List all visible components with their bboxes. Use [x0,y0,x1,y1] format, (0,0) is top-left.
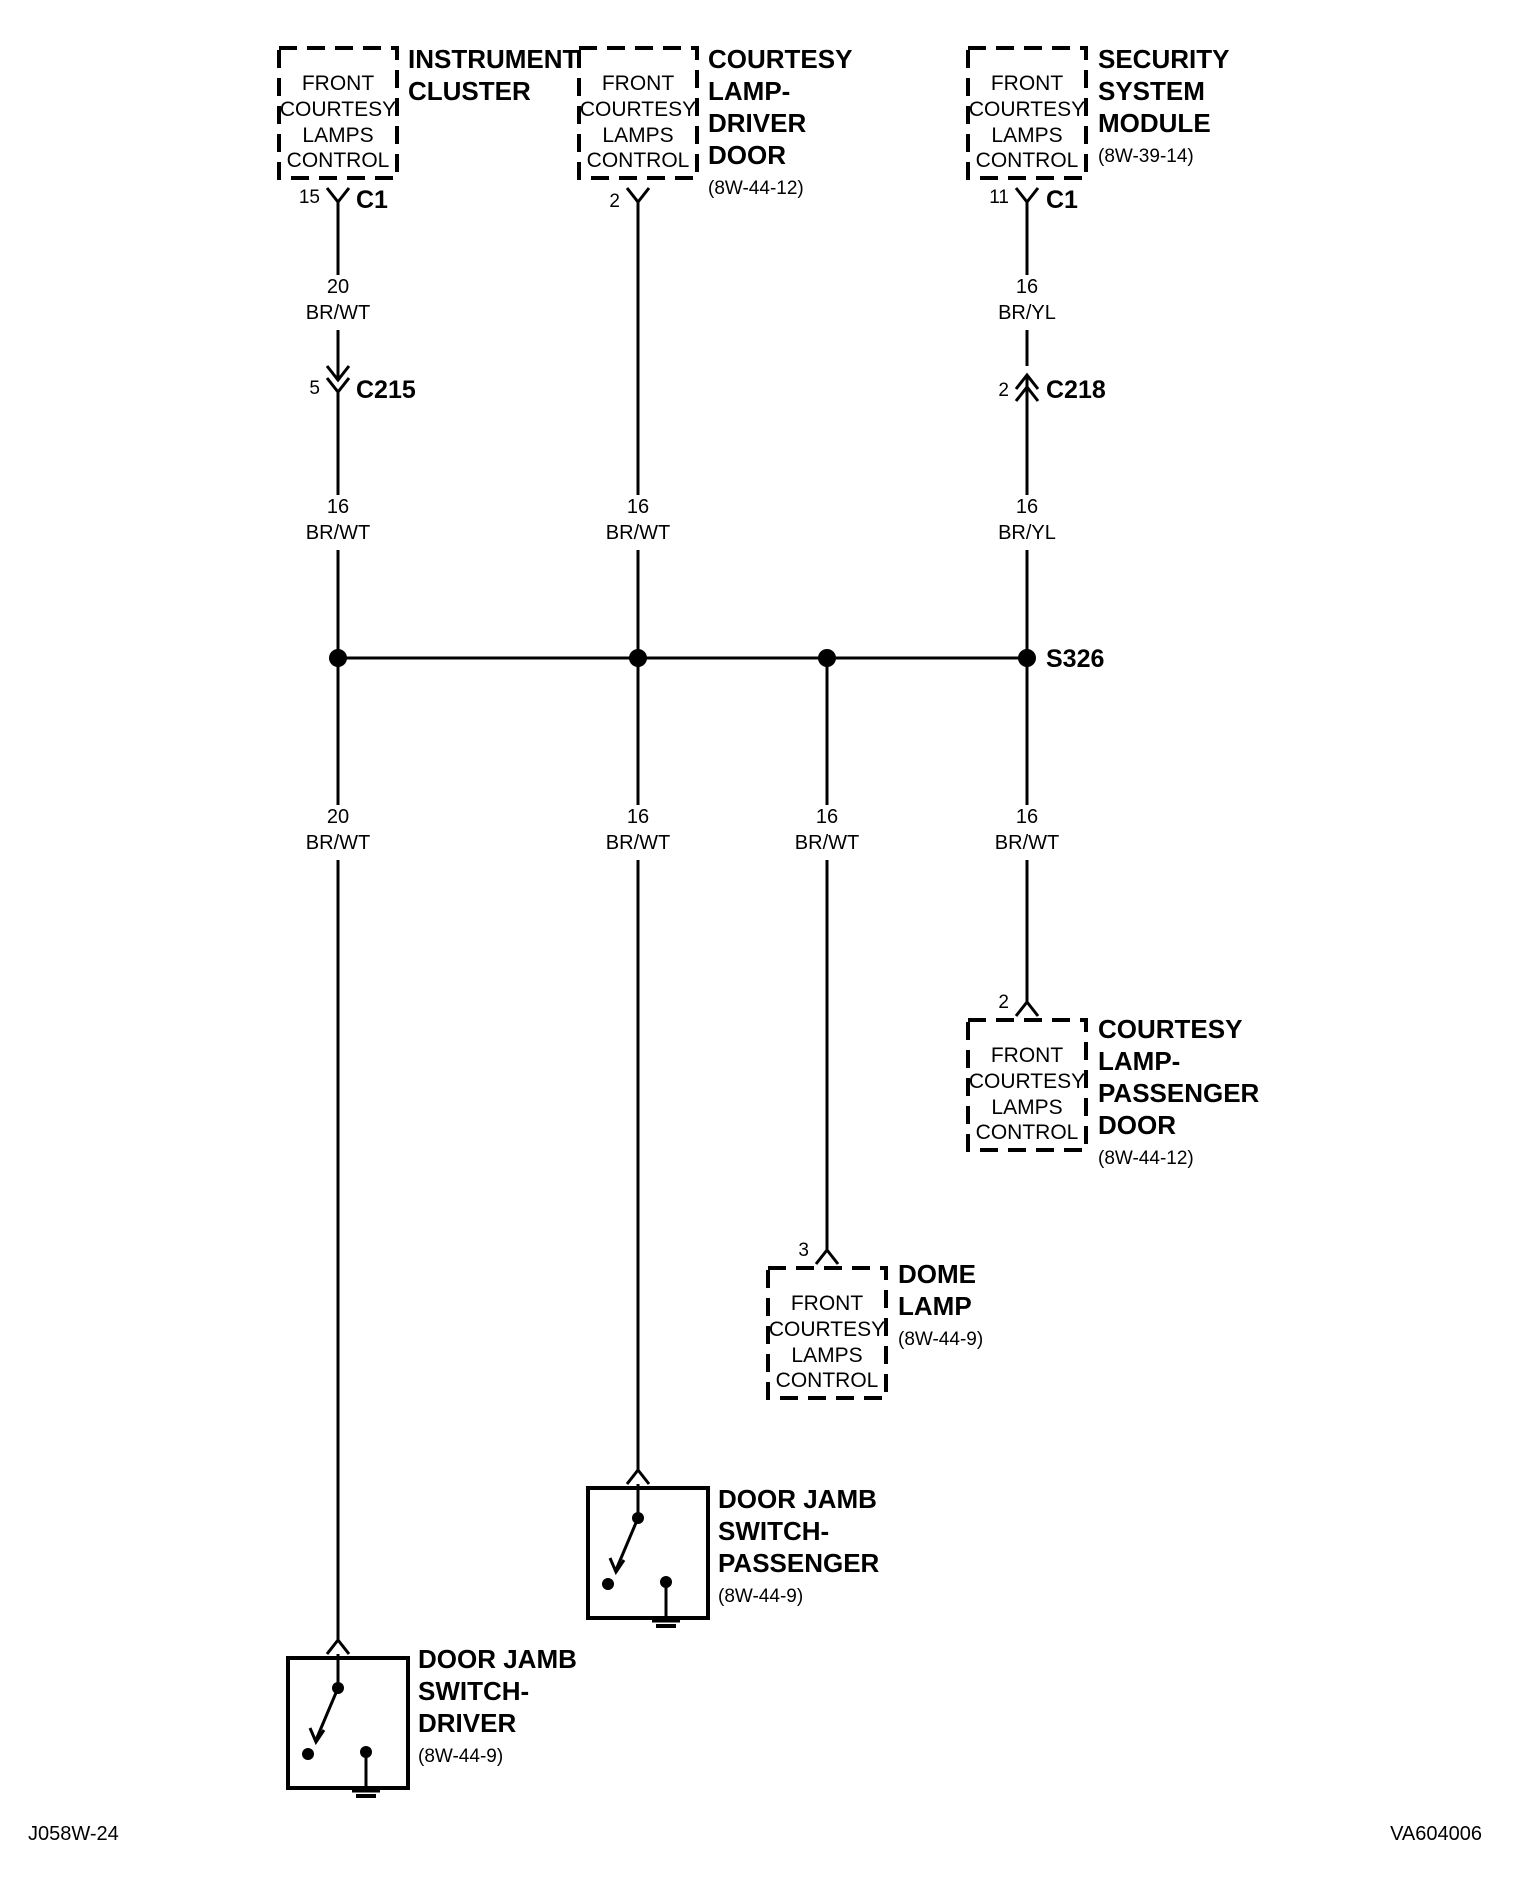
door-jamb-switch-passenger: DOOR JAMB SWITCH- PASSENGER (8W-44-9) [586,1467,880,1628]
wire-b1-gauge: 20 [327,806,349,828]
djp-label-2: SWITCH- [718,1516,829,1546]
c215-pin: 5 [309,378,320,399]
dome-terminal: 3 [798,1240,840,1265]
clp-inner-line-2: COURTESY [969,1070,1085,1093]
ssm-label-1: SECURITY [1098,44,1229,74]
courtesy-lamp-passenger-door: FRONT COURTESY LAMPS CONTROL COURTESY LA… [966,1014,1260,1169]
c218-id: C218 [1046,376,1106,404]
djd-blade [314,1687,340,1741]
wire-drv-upper-color: BR/WT [606,522,670,544]
ssm-inner-line-1: FRONT [991,72,1063,95]
djd-contact-left [302,1748,314,1760]
instrument-cluster: FRONT COURTESY LAMPS CONTROL INSTRUMENT … [277,44,579,180]
c215-id: C215 [356,376,416,404]
connector-c215: 5 C215 [309,365,416,404]
wire-b4-color: BR/WT [995,832,1059,854]
dome-inner-line-1: FRONT [791,1292,863,1315]
ssm-inner-line-4: CONTROL [976,149,1079,172]
djd-label-2: SWITCH- [418,1676,529,1706]
cld-inner-line-2: COURTESY [580,98,696,121]
wire-b2-color: BR/WT [606,832,670,854]
splice-id: S326 [1046,645,1104,673]
wire-b3-color: BR/WT [795,832,859,854]
dome-inner-line-3: LAMPS [791,1344,862,1367]
wire-drv-upper-gauge: 16 [627,496,649,518]
cld-inner-line-1: FRONT [602,72,674,95]
dome-pin: 3 [798,1240,809,1261]
clp-label-4: DOOR [1098,1110,1176,1140]
security-system-module: FRONT COURTESY LAMPS CONTROL SECURITY SY… [966,44,1229,180]
clp-ref: (8W-44-12) [1098,1148,1194,1169]
dome-label-2: LAMP [898,1291,972,1321]
clp-label-3: PASSENGER [1098,1078,1260,1108]
ssm-label-3: MODULE [1098,108,1211,138]
ic-inner-line-3: LAMPS [302,124,373,147]
djd-label-1: DOOR JAMB [418,1644,577,1674]
dome-ref: (8W-44-9) [898,1329,983,1350]
dome-lamp: FRONT COURTESY LAMPS CONTROL DOME LAMP (… [766,1259,983,1400]
ic-pin: 15 [299,187,320,208]
clp-label-1: COURTESY [1098,1014,1242,1044]
footer-right-code: VA604006 [1390,1823,1482,1845]
wire-b3-gauge: 16 [816,806,838,828]
djd-ref: (8W-44-9) [418,1746,503,1767]
ic-label-2: CLUSTER [408,76,531,106]
dome-label-1: DOME [898,1259,976,1289]
cld-ref: (8W-44-12) [708,178,804,199]
cld-pin: 2 [609,191,620,212]
wire-ic-lower-gauge: 16 [327,496,349,518]
courtesy-lamp-driver-door: FRONT COURTESY LAMPS CONTROL COURTESY LA… [577,44,852,199]
djp-blade [614,1517,640,1571]
ic-inner-line-4: CONTROL [287,149,390,172]
wire-b2-gauge: 16 [627,806,649,828]
djp-ref: (8W-44-9) [718,1586,803,1607]
cld-label-2: LAMP- [708,76,790,106]
ssm-ref: (8W-39-14) [1098,146,1194,167]
cld-inner-line-4: CONTROL [587,149,690,172]
wire-sec-lower-color: BR/YL [998,522,1056,544]
clp-terminal: 2 [998,992,1040,1017]
clp-pin: 2 [998,992,1009,1013]
c218-pin: 2 [998,380,1009,401]
ssm-pin: 11 [989,187,1009,208]
wire-ic-lower-color: BR/WT [306,522,370,544]
ic-terminal: 15 C1 [299,186,388,214]
connector-c218: 2 C218 [998,372,1106,404]
ic-inner-line-1: FRONT [302,72,374,95]
ssm-inner-line-2: COURTESY [969,98,1085,121]
footer-left-code: J058W-24 [28,1823,119,1845]
wire-b1-color: BR/WT [306,832,370,854]
djp-contact-left [602,1578,614,1590]
wire-b4-gauge: 16 [1016,806,1038,828]
ic-connector-c1: C1 [356,186,388,214]
clp-inner-line-4: CONTROL [976,1121,1079,1144]
djd-label-3: DRIVER [418,1708,516,1738]
splice-s326: S326 [329,645,1104,673]
djp-label-3: PASSENGER [718,1548,880,1578]
clp-inner-line-1: FRONT [991,1044,1063,1067]
wire-sec-upper-color: BR/YL [998,302,1056,324]
dome-inner-line-2: COURTESY [769,1318,885,1341]
dome-inner-line-4: CONTROL [776,1369,879,1392]
ssm-label-2: SYSTEM [1098,76,1205,106]
wire-ic-upper-color: BR/WT [306,302,370,324]
cld-label-1: COURTESY [708,44,852,74]
wire-sec-lower-gauge: 16 [1016,496,1038,518]
cld-terminal: 2 [609,187,651,212]
clp-label-2: LAMP- [1098,1046,1180,1076]
djp-label-1: DOOR JAMB [718,1484,877,1514]
cld-inner-line-3: LAMPS [602,124,673,147]
ic-label-1: INSTRUMENT [408,44,579,74]
ssm-inner-line-3: LAMPS [991,124,1062,147]
cld-label-4: DOOR [708,140,786,170]
door-jamb-switch-driver: DOOR JAMB SWITCH- DRIVER (8W-44-9) [286,1637,577,1798]
wire-sec-upper-gauge: 16 [1016,276,1038,298]
ssm-terminal: 11 C1 [989,186,1078,214]
clp-inner-line-3: LAMPS [991,1096,1062,1119]
ssm-connector-c1: C1 [1046,186,1078,214]
ic-inner-line-2: COURTESY [280,98,396,121]
cld-label-3: DRIVER [708,108,806,138]
wire-ic-upper-gauge: 20 [327,276,349,298]
